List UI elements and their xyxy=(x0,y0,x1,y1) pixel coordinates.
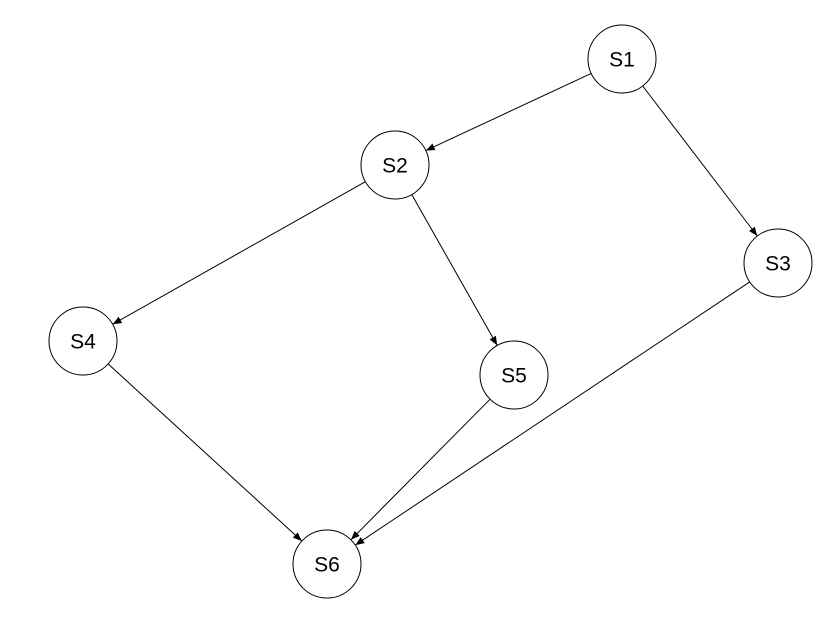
node-s3: S3 xyxy=(743,228,813,298)
node-s6: S6 xyxy=(292,529,362,599)
node-s2-label: S2 xyxy=(382,155,408,178)
node-s2: S2 xyxy=(360,130,430,200)
node-s6-circle xyxy=(292,529,362,599)
edge-s1-to-s2 xyxy=(425,72,592,152)
nodes-layer: S1 S2 S3 S4 S5 S6 xyxy=(48,24,813,599)
edges-layer xyxy=(107,72,758,546)
edge-s4-to-s6 xyxy=(107,363,303,542)
node-s5: S5 xyxy=(479,340,549,410)
node-s3-circle xyxy=(743,228,813,298)
edge-s3-to-s6 xyxy=(355,281,750,546)
node-s4-label: S4 xyxy=(70,331,96,354)
edge-s5-to-s6 xyxy=(350,398,491,541)
node-s5-label: S5 xyxy=(501,365,527,388)
node-s1-circle xyxy=(587,24,657,94)
node-s2-circle xyxy=(360,130,430,200)
node-s1-label: S1 xyxy=(609,49,635,72)
node-s4-circle xyxy=(48,306,118,376)
node-s4: S4 xyxy=(48,306,118,376)
node-s3-label: S3 xyxy=(765,253,791,276)
node-s6-label: S6 xyxy=(314,554,340,577)
edge-s2-to-s5 xyxy=(411,194,498,346)
node-s5-circle xyxy=(479,340,549,410)
edge-s2-to-s4 xyxy=(112,181,366,325)
edge-s1-to-s3 xyxy=(642,85,758,237)
node-s1: S1 xyxy=(587,24,657,94)
